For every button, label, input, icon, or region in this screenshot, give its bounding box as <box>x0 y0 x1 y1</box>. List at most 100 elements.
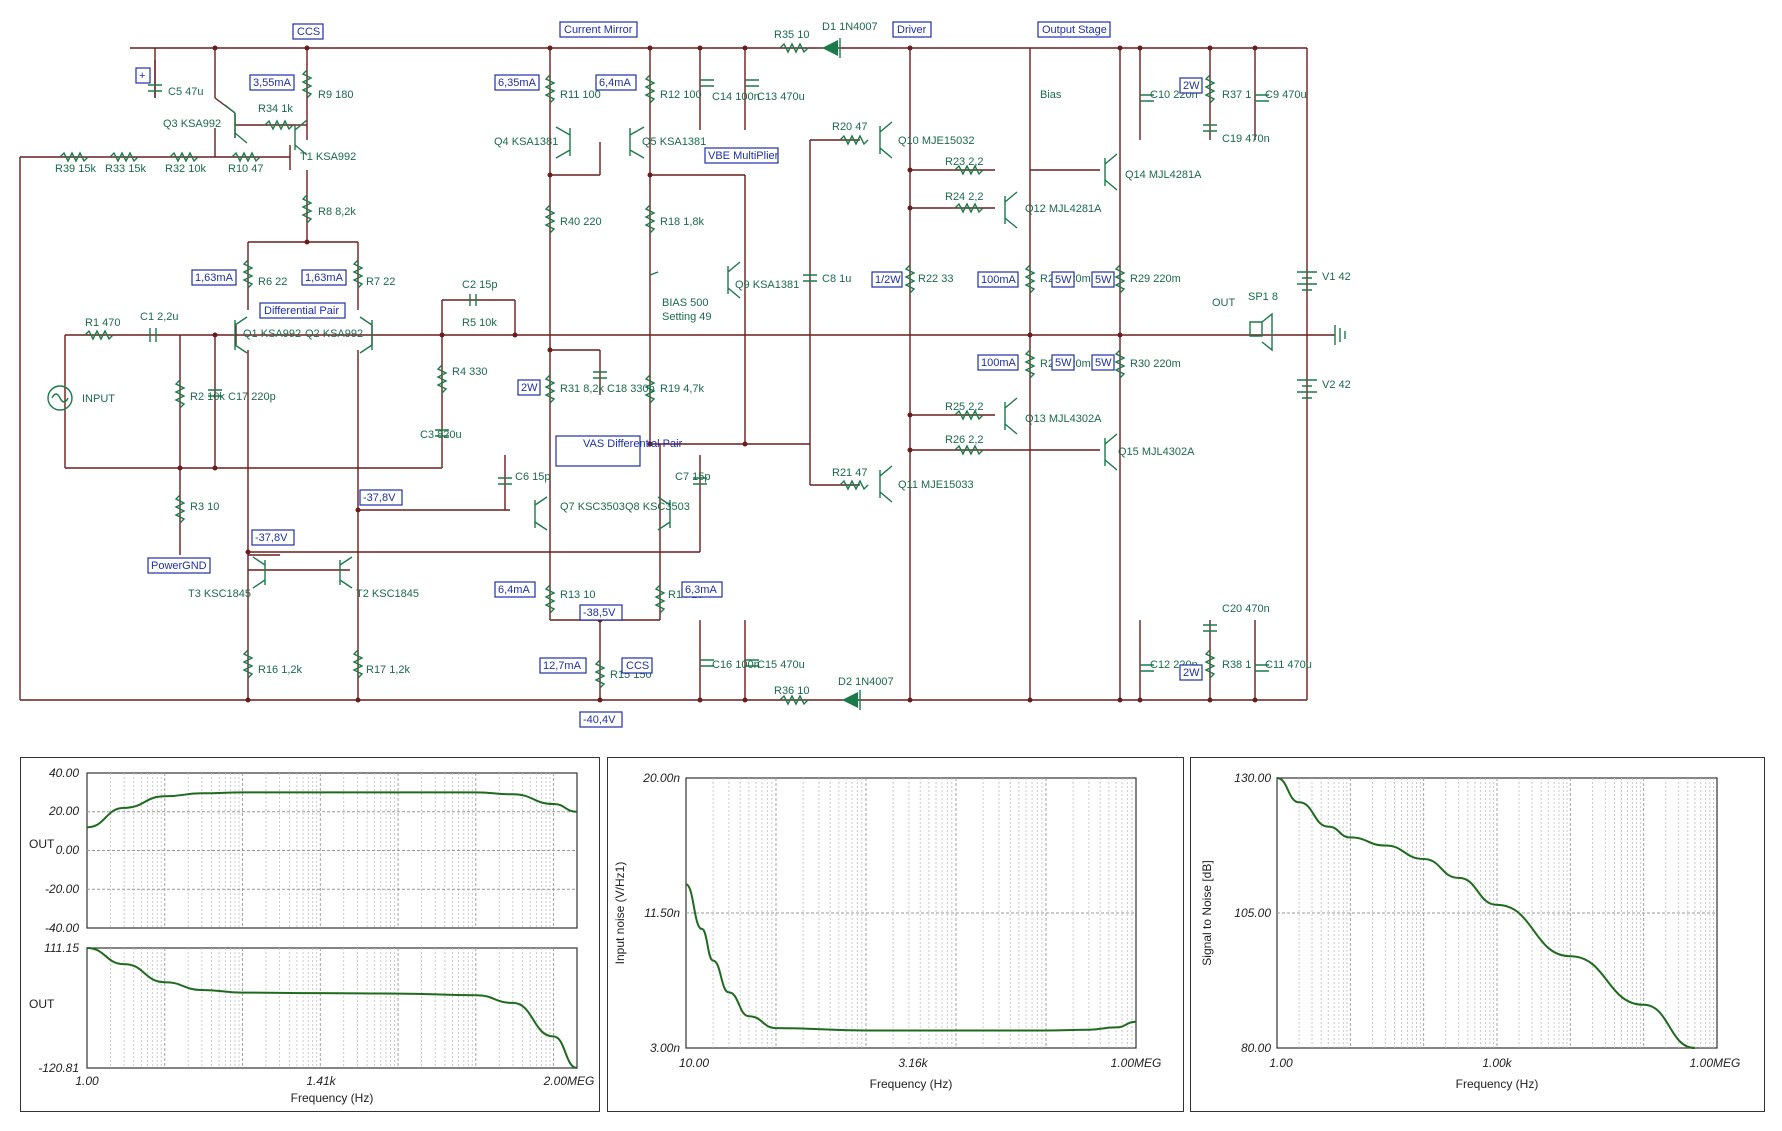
svg-text:Q7 KSC3503: Q7 KSC3503 <box>560 501 625 513</box>
svg-text:-40,4V: -40,4V <box>583 714 616 726</box>
svg-text:R25 2,2: R25 2,2 <box>945 401 984 413</box>
svg-text:R8 8,2k: R8 8,2k <box>318 206 356 218</box>
x-axis-label: Frequency (Hz) <box>291 1091 374 1105</box>
ytick: 80.00 <box>1241 1041 1271 1055</box>
svg-text:R40 220: R40 220 <box>560 216 602 228</box>
svg-text:C20 470n: C20 470n <box>1222 603 1270 615</box>
svg-text:1,63mA: 1,63mA <box>305 272 344 284</box>
svg-text:C13 470u: C13 470u <box>757 91 805 103</box>
svg-text:C19 470n: C19 470n <box>1222 133 1270 145</box>
svg-text:R22 33: R22 33 <box>918 273 953 285</box>
svg-text:2W: 2W <box>1183 667 1200 679</box>
component-symbols <box>47 38 1346 710</box>
phase-series-line <box>86 947 578 1069</box>
component-labels: R39 15k R33 15k R32 10k R10 47 Q3 KSA992… <box>55 21 1351 697</box>
phase-plot: 111.15 -120.81 OUT <box>29 941 578 1075</box>
svg-text:R20 47: R20 47 <box>832 121 867 133</box>
svg-text:R33 15k: R33 15k <box>105 163 146 175</box>
noise-plot: 20.00n 11.50n 3.00n Input noise (V/Hz1) … <box>613 771 1161 1091</box>
svg-text:R30 220m: R30 220m <box>1130 358 1181 370</box>
svg-text:R5 10k: R5 10k <box>462 317 497 329</box>
svg-text:2W: 2W <box>521 382 538 394</box>
svg-text:Differential Pair: Differential Pair <box>264 305 339 317</box>
ytick: 20.00 <box>48 804 79 818</box>
svg-text:100mA: 100mA <box>981 274 1017 286</box>
svg-text:2W: 2W <box>1183 80 1200 92</box>
svg-text:-37,8V: -37,8V <box>255 532 288 544</box>
svg-text:C7 15p: C7 15p <box>675 471 710 483</box>
svg-text:OUT: OUT <box>1212 297 1236 309</box>
svg-text:C3 820u: C3 820u <box>420 429 462 441</box>
svg-text:PowerGND: PowerGND <box>151 560 207 572</box>
svg-text:R39 15k: R39 15k <box>55 163 96 175</box>
svg-text:T1 KSA992: T1 KSA992 <box>300 151 356 163</box>
measurement-boxes: 3,55mA 6,35mA 6,4mA 1,63mA 1,63mA 2W 1/2… <box>191 74 1203 728</box>
xtick: 1.00 <box>75 1074 99 1088</box>
ytick: 111.15 <box>44 941 79 955</box>
svg-text:Q3 KSA992: Q3 KSA992 <box>163 118 221 130</box>
svg-text:VAS Differential Pair: VAS Differential Pair <box>583 438 683 450</box>
svg-text:6,4mA: 6,4mA <box>599 77 631 89</box>
bode-plot-panel: 40.00 20.00 0.00 -20.00 -40.00 OUT 111.1… <box>20 757 600 1112</box>
svg-text:Setting 49: Setting 49 <box>662 311 712 323</box>
svg-text:R17 1,2k: R17 1,2k <box>366 664 411 676</box>
svg-text:C5 47u: C5 47u <box>168 86 203 98</box>
svg-text:Q12 MJL4281A: Q12 MJL4281A <box>1025 203 1102 215</box>
amplifier-schematic: R39 15k R33 15k R32 10k R10 47 Q3 KSA992… <box>19 21 1351 728</box>
svg-text:Q8 KSC3503: Q8 KSC3503 <box>625 501 690 513</box>
ytick: 40.00 <box>49 766 79 780</box>
ytick: -20.00 <box>45 882 79 896</box>
svg-text:+: + <box>139 70 145 82</box>
svg-text:V1 42: V1 42 <box>1322 271 1351 283</box>
snr-plot: 130.00 105.00 80.00 Signal to Noise [dB]… <box>1200 771 1740 1091</box>
svg-text:R26 2,2: R26 2,2 <box>945 434 984 446</box>
y-axis-label: OUT <box>29 837 55 851</box>
svg-text:R31 8,2k: R31 8,2k <box>560 383 605 395</box>
svg-text:5W: 5W <box>1095 357 1112 369</box>
ytick: 105.00 <box>1234 906 1271 920</box>
svg-text:R32 10k: R32 10k <box>165 163 206 175</box>
svg-text:R6 22: R6 22 <box>258 276 287 288</box>
svg-text:R11 100: R11 100 <box>560 89 601 101</box>
ytick: 11.50n <box>644 906 680 920</box>
ytick: 3.00n <box>650 1041 680 1055</box>
svg-text:5W: 5W <box>1055 357 1072 369</box>
svg-text:BIAS 500: BIAS 500 <box>662 297 708 309</box>
x-axis-label: Frequency (Hz) <box>1456 1077 1539 1091</box>
junction-dots <box>177 45 1258 703</box>
svg-text:Bias: Bias <box>1040 89 1062 101</box>
svg-text:C18 330p: C18 330p <box>607 383 655 395</box>
svg-text:R10 47: R10 47 <box>228 163 263 175</box>
svg-text:C14 100n: C14 100n <box>712 91 760 103</box>
svg-text:100mA: 100mA <box>981 357 1017 369</box>
xtick: 10.00 <box>679 1056 709 1070</box>
svg-text:C16 100n: C16 100n <box>712 659 760 671</box>
svg-text:R9 180: R9 180 <box>318 89 353 101</box>
svg-text:C9 470u: C9 470u <box>1265 89 1307 101</box>
svg-text:SP1 8: SP1 8 <box>1248 291 1278 303</box>
svg-text:R37 1: R37 1 <box>1222 89 1251 101</box>
bode-plot: 40.00 20.00 0.00 -20.00 -40.00 OUT 111.1… <box>29 766 594 1105</box>
noise-series-line <box>685 883 1137 1032</box>
svg-text:R24 2,2: R24 2,2 <box>945 191 984 203</box>
ytick: 0.00 <box>56 843 80 857</box>
svg-text:T3 KSC1845: T3 KSC1845 <box>188 588 251 600</box>
svg-text:INPUT: INPUT <box>82 393 115 405</box>
svg-text:1/2W: 1/2W <box>875 274 901 286</box>
svg-text:Q13 MJL4302A: Q13 MJL4302A <box>1025 413 1102 425</box>
svg-text:6,3mA: 6,3mA <box>685 584 717 596</box>
svg-text:12,7mA: 12,7mA <box>543 660 582 672</box>
svg-text:5W: 5W <box>1095 274 1112 286</box>
svg-text:R34 1k: R34 1k <box>258 103 293 115</box>
svg-text:Output Stage: Output Stage <box>1042 24 1107 36</box>
svg-text:R3 10: R3 10 <box>190 501 219 513</box>
svg-text:R38 1: R38 1 <box>1222 659 1251 671</box>
svg-text:R2 10k: R2 10k <box>190 391 225 403</box>
svg-text:C2 15p: C2 15p <box>462 279 497 291</box>
svg-text:1,63mA: 1,63mA <box>195 272 234 284</box>
x-axis-label: Frequency (Hz) <box>870 1077 953 1091</box>
svg-text:R36 10: R36 10 <box>774 685 809 697</box>
svg-text:3,55mA: 3,55mA <box>253 77 292 89</box>
gain-series-line <box>86 791 578 829</box>
svg-text:C15 470u: C15 470u <box>757 659 805 671</box>
